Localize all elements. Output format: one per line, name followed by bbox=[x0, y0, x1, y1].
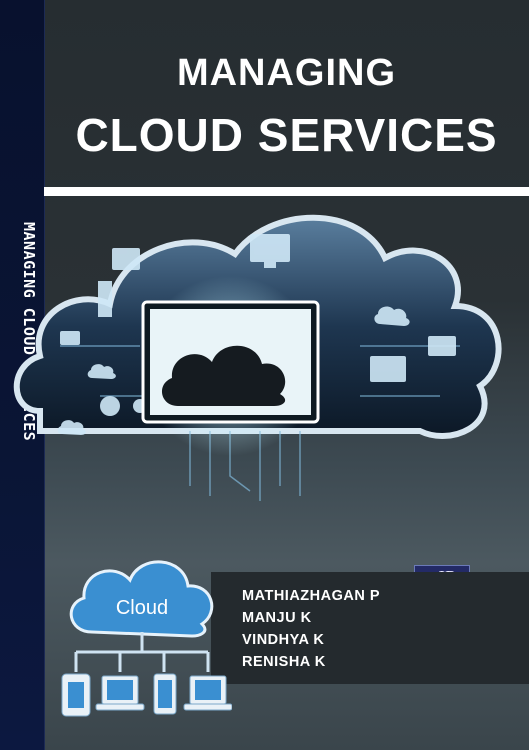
network-lines bbox=[74, 632, 210, 672]
cloud-icon bbox=[374, 306, 410, 326]
authors-panel bbox=[211, 572, 529, 684]
monitor-icon bbox=[60, 331, 80, 345]
monitor-icon bbox=[370, 356, 406, 382]
author-name: MANJU K bbox=[242, 610, 312, 626]
gear-icon bbox=[100, 396, 120, 416]
author-name: MATHIAZHAGAN P bbox=[242, 588, 381, 604]
laptop-screen bbox=[195, 680, 221, 700]
laptop-screen bbox=[107, 680, 133, 700]
cloud-label: Cloud bbox=[116, 597, 168, 619]
cloud-illustration bbox=[13, 214, 502, 501]
monitor-stand-icon bbox=[264, 262, 276, 268]
cloud-network-illustration: Cloud bbox=[61, 560, 232, 717]
cloud-icon bbox=[87, 364, 116, 379]
laptop-base-icon bbox=[95, 703, 145, 711]
cloud-icon bbox=[69, 560, 214, 638]
tablet-screen bbox=[68, 682, 84, 708]
monitor-icon bbox=[250, 234, 290, 262]
monitor-icon bbox=[112, 248, 140, 270]
author-name: VINDHYA K bbox=[242, 632, 325, 648]
microscope-icon bbox=[98, 281, 112, 317]
title-divider bbox=[44, 187, 529, 196]
laptop-base-icon bbox=[183, 703, 232, 711]
title-line-1: MANAGING bbox=[176, 52, 397, 94]
cloud-icon bbox=[57, 420, 86, 435]
monitor-icon bbox=[428, 336, 456, 356]
cloud-icon bbox=[161, 345, 286, 406]
phone-screen bbox=[158, 680, 172, 708]
title-line-2: CLOUD SERVICES bbox=[75, 109, 498, 161]
author-name: RENISHA K bbox=[242, 654, 326, 670]
